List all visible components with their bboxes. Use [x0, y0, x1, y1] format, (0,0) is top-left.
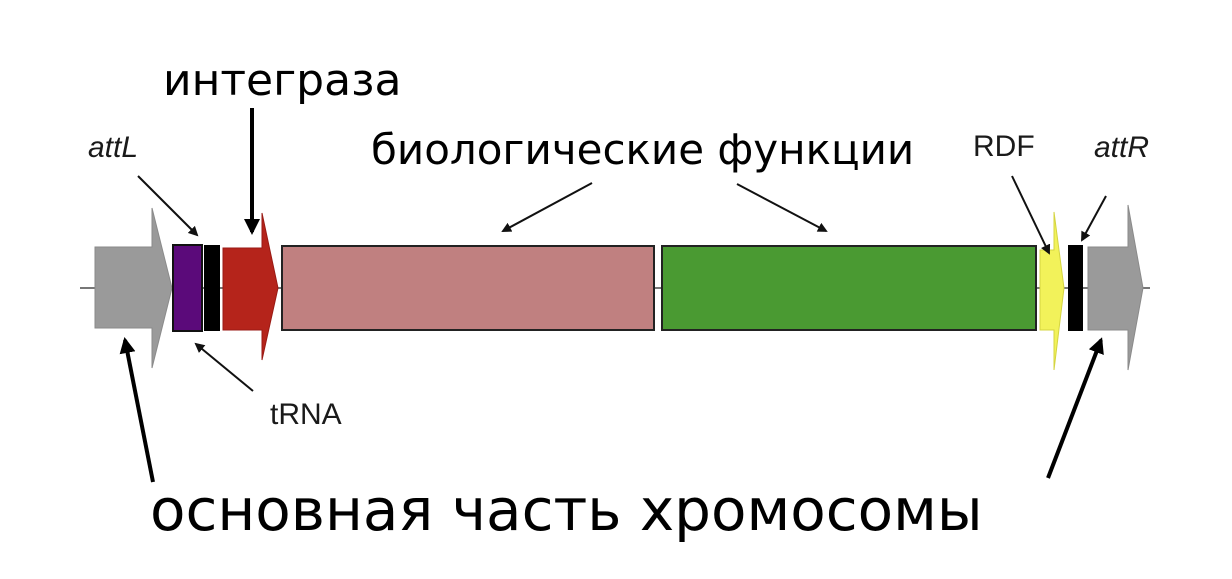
- rdf-pointer: [1011, 175, 1051, 255]
- rdf-arrow: [1039, 211, 1065, 371]
- attL-label: attL: [88, 131, 138, 164]
- core-pointer-right: [1046, 337, 1104, 479]
- integrase-arrow: [222, 212, 279, 361]
- functions-pointer-right: [736, 183, 828, 232]
- rdf-label: RDF: [973, 130, 1035, 163]
- left-chromosome-arrow: [94, 207, 173, 369]
- core-pointer-left: [119, 337, 155, 483]
- core-chromosome-label: основная часть хромосомы: [150, 476, 983, 544]
- function-block-2: [661, 245, 1037, 331]
- function-block-1: [281, 245, 655, 331]
- right-chromosome-arrow: [1087, 204, 1144, 371]
- functions-pointer-left: [501, 182, 593, 232]
- functions-label: биологические функции: [371, 125, 914, 174]
- trna-pointer: [194, 342, 254, 392]
- attR-pointer: [1081, 195, 1107, 242]
- attL-block: [172, 244, 203, 332]
- trna-block: [204, 245, 220, 331]
- attR-label: attR: [1094, 131, 1149, 164]
- integrase-label: интеграза: [163, 55, 401, 106]
- trna-label: tRNA: [270, 398, 342, 431]
- attR-block: [1068, 245, 1083, 331]
- attL-pointer: [137, 175, 199, 237]
